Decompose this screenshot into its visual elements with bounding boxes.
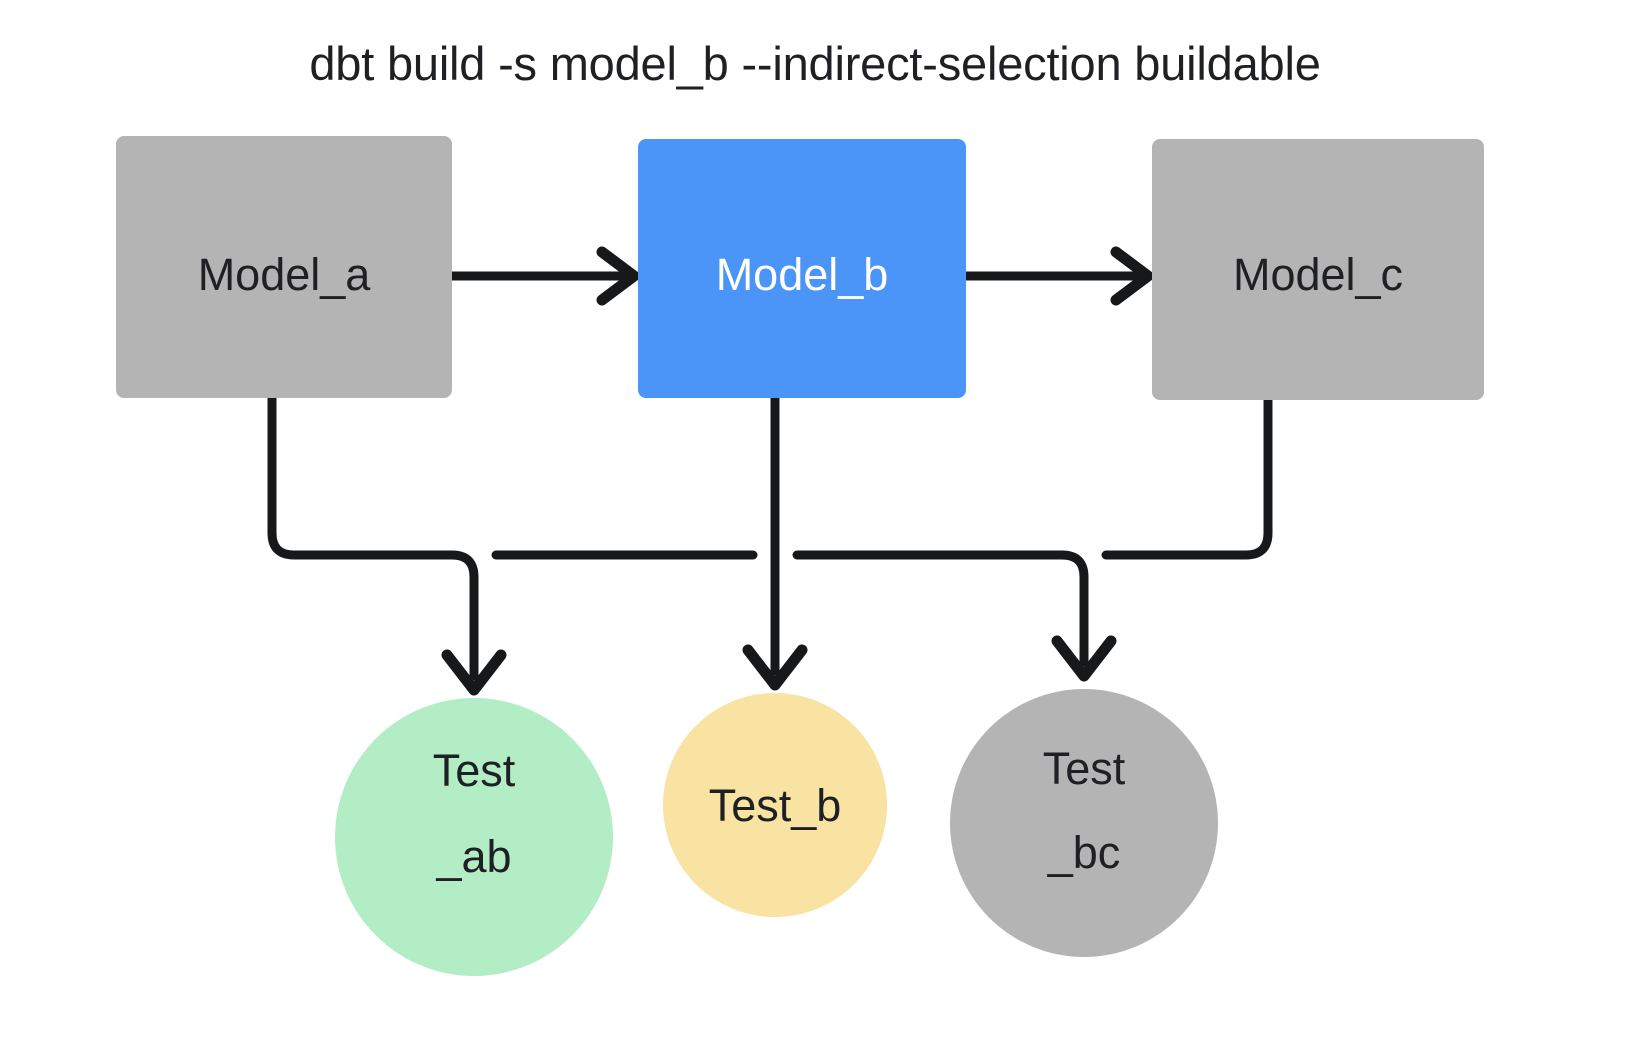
node-test-bc-shape[interactable] (950, 689, 1218, 957)
node-test-ab-shape[interactable] (335, 698, 613, 976)
edge-model-c-to-test-bc (1101, 395, 1273, 560)
node-model-b-label: Model_b (716, 249, 889, 300)
node-model-a-label: Model_a (198, 249, 372, 300)
node-model-a[interactable]: Model_a (116, 136, 452, 398)
node-test-bc[interactable]: Test _bc (950, 689, 1218, 957)
node-test-bc-label-line2: _bc (1047, 827, 1121, 878)
node-model-c[interactable]: Model_c (1152, 139, 1484, 400)
diagram-title: dbt build -s model_b --indirect-selectio… (309, 37, 1320, 90)
node-test-ab[interactable]: Test _ab (335, 698, 613, 976)
connector-layer (267, 246, 1273, 696)
node-model-c-label: Model_c (1233, 249, 1403, 300)
arrowhead-into-test-b (742, 644, 808, 691)
node-test-ab-label-line1: Test (433, 745, 516, 796)
arrowhead-into-test-bc (1051, 635, 1117, 682)
node-test-b-label: Test_b (709, 780, 842, 831)
node-test-b-shape[interactable] (663, 693, 887, 917)
edge-model-b-to-test-bc (792, 550, 1089, 667)
node-model-b-shape[interactable] (638, 139, 966, 398)
edge-model-a-to-test-ab (267, 393, 479, 681)
node-test-ab-label-line2: _ab (435, 831, 511, 882)
arrowhead-into-test-ab (441, 649, 507, 696)
node-model-a-shape[interactable] (116, 136, 452, 398)
node-model-c-shape[interactable] (1152, 139, 1484, 400)
node-test-b[interactable]: Test_b (663, 693, 887, 917)
test-nodes-layer: Test _ab Test_b Test _bc (335, 689, 1218, 976)
node-model-b[interactable]: Model_b (638, 139, 966, 398)
arrowhead-model-a-to-model-b (596, 246, 640, 306)
model-nodes-layer: Model_a Model_b Model_c (116, 136, 1484, 400)
node-test-bc-label-line1: Test (1043, 743, 1126, 794)
arrowhead-model-b-to-model-c (1110, 246, 1154, 306)
